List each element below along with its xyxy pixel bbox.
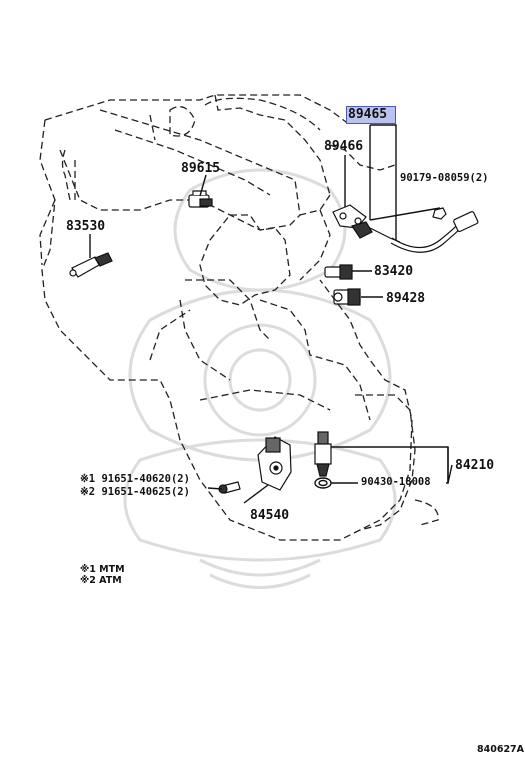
part-89615-sensor <box>188 190 213 208</box>
part-89428-sensor <box>333 288 361 306</box>
part-91651-bolt <box>218 481 241 494</box>
legend-atm: ※2 ATM <box>80 575 122 586</box>
part-label-90179[interactable]: 90179-08059(2) <box>400 172 489 184</box>
engine-outline <box>39 94 439 541</box>
part-84540-switch <box>257 436 292 491</box>
part-84210-switch <box>314 431 332 477</box>
leader-lines <box>89 124 453 504</box>
part-label-89428[interactable]: 89428 <box>386 291 426 306</box>
part-83420-sensor <box>324 264 353 280</box>
part-label-89615[interactable]: 89615 <box>181 161 221 176</box>
part-label-89465[interactable]: 89465 <box>348 107 388 122</box>
part-label-83420[interactable]: 83420 <box>374 264 414 279</box>
part-label-83530[interactable]: 83530 <box>66 219 106 234</box>
part-89465-oxygen-sensor <box>351 211 479 253</box>
part-83530-sender <box>69 252 113 278</box>
part-label-91651-40620[interactable]: ※1 91651-40620(2) <box>80 473 190 485</box>
part-label-89466[interactable]: 89466 <box>324 139 364 154</box>
part-90430-gasket <box>314 477 332 489</box>
part-label-91651-40625[interactable]: ※2 91651-40625(2) <box>80 486 190 498</box>
legend-mtm: ※1 MTM <box>80 564 125 575</box>
part-89466-gasket <box>332 204 367 229</box>
part-90179-nut <box>432 207 447 220</box>
part-label-84540[interactable]: 84540 <box>250 508 290 523</box>
diagram-code: 840627A <box>477 744 525 755</box>
part-label-90430[interactable]: 90430-18008 <box>361 476 431 488</box>
part-label-84210[interactable]: 84210 <box>455 458 495 473</box>
highlight-box <box>346 106 396 124</box>
